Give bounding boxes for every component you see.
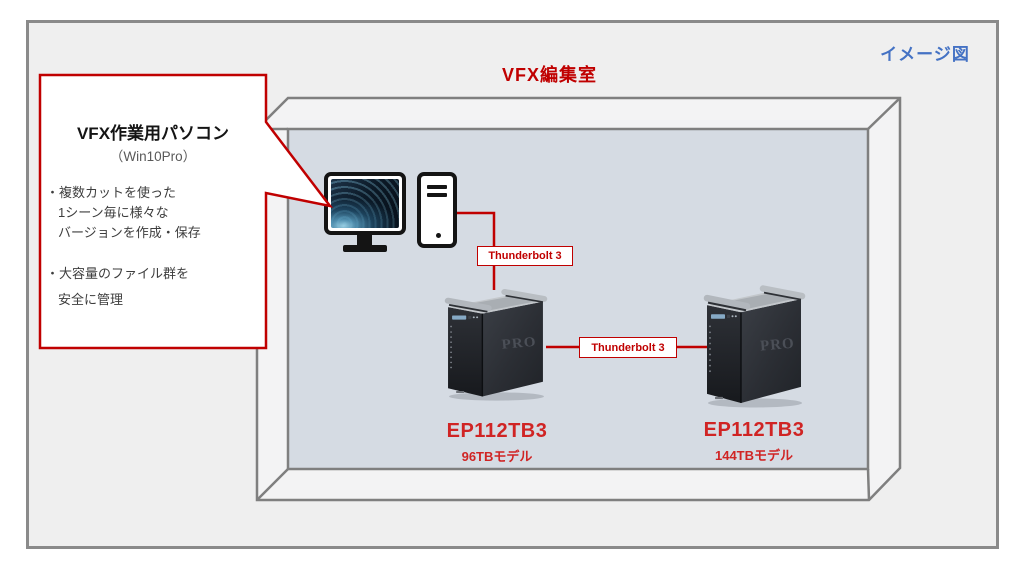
callout-title: VFX作業用パソコン	[76, 124, 230, 143]
storage-unit-2-image	[703, 282, 807, 409]
unit-1-name: EP112TB3	[446, 420, 548, 442]
pc-power-button-dot	[436, 233, 441, 238]
room-title: VFX編集室	[501, 65, 597, 85]
corner-label: イメージ図	[880, 45, 970, 64]
callout-subtitle: （Win10Pro）	[109, 149, 197, 164]
callout-bullet-line: 安全に管理	[58, 292, 124, 307]
monitor-screen-wallpaper	[331, 179, 399, 228]
storage-unit-1-caption: EP112TB3 96TBモデル	[417, 420, 577, 465]
unit-2-name: EP112TB3	[703, 419, 805, 441]
monitor-stand-base	[343, 245, 387, 252]
callout-bullet-line: ・複数カットを使った	[46, 185, 177, 200]
figure-frame	[26, 20, 999, 549]
unit-2-model: 144TBモデル	[714, 448, 794, 463]
thunderbolt-label-2: Thunderbolt 3	[579, 337, 677, 358]
pc-vent-slot	[427, 193, 447, 197]
storage-unit-2-caption: EP112TB3 144TBモデル	[674, 419, 834, 464]
callout-bullet-line: バージョンを作成・保存	[58, 225, 201, 240]
callout-bullet-line: ・大容量のファイル群を	[46, 266, 190, 281]
storage-unit-1-image	[444, 286, 549, 402]
unit-1-model: 96TBモデル	[461, 449, 533, 464]
callout-bullet-line: 1シーン毎に様々な	[58, 205, 169, 220]
pc-vent-slot	[427, 185, 447, 189]
desktop-pc-icon	[417, 172, 457, 248]
thunderbolt-label-1: Thunderbolt 3	[477, 246, 573, 266]
